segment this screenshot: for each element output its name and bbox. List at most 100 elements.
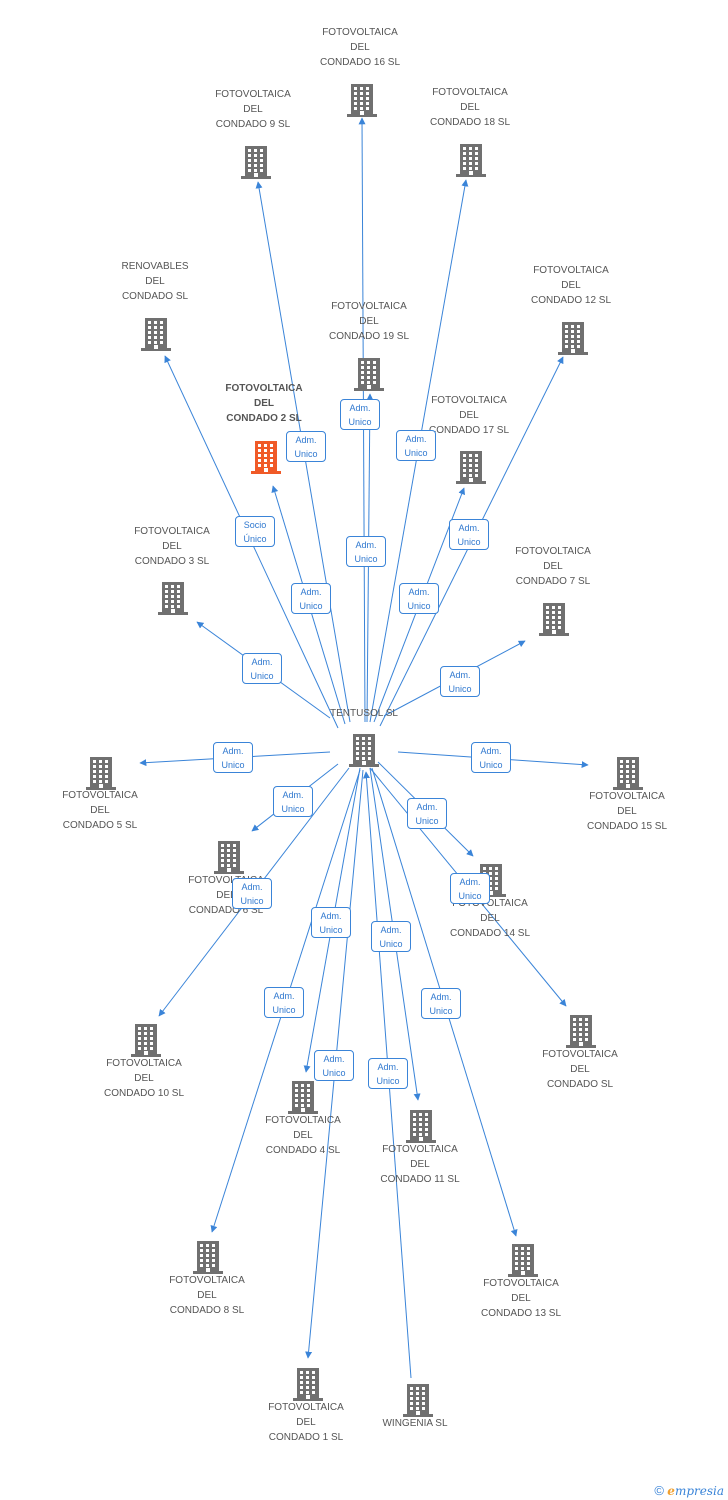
- role-badge[interactable]: Adm. Unico: [232, 878, 272, 909]
- role-badge[interactable]: Adm. Unico: [273, 786, 313, 817]
- role-badge[interactable]: Adm. Unico: [291, 583, 331, 614]
- company-node-tentusol-icon-wrap[interactable]: [304, 733, 424, 767]
- building-icon: [288, 1081, 318, 1114]
- company-name: FOTOVOLTAICA DEL CONDADO 3 SL: [134, 526, 210, 567]
- company-node-n8-icon-wrap[interactable]: [148, 1240, 268, 1274]
- company-node-n11-label[interactable]: FOTOVOLTAICA DEL CONDADO 11 SL: [360, 1142, 480, 1187]
- company-node-n16-icon-wrap[interactable]: [302, 83, 422, 117]
- building-icon: [214, 841, 244, 874]
- role-badge[interactable]: Adm. Unico: [311, 907, 351, 938]
- company-node-nwin-icon-wrap[interactable]: [358, 1383, 478, 1417]
- company-node-n19-label[interactable]: FOTOVOLTAICA DEL CONDADO 19 SL: [309, 299, 429, 344]
- role-badge[interactable]: Adm. Unico: [346, 536, 386, 567]
- brand-logo[interactable]: empresia: [667, 1484, 724, 1498]
- company-name: FOTOVOLTAICA DEL CONDADO 6 SL: [188, 875, 264, 916]
- company-node-n16-label[interactable]: FOTOVOLTAICA DEL CONDADO 16 SL: [300, 25, 420, 70]
- building-icon: [566, 1015, 596, 1048]
- company-node-n5-label[interactable]: FOTOVOLTAICA DEL CONDADO 5 SL: [40, 788, 160, 833]
- company-node-nfc-icon-wrap[interactable]: [521, 1014, 641, 1048]
- role-badge[interactable]: Adm. Unico: [421, 988, 461, 1019]
- role-badge[interactable]: Adm. Unico: [314, 1050, 354, 1081]
- company-name: TENTUSOL SL: [330, 708, 398, 719]
- company-name: FOTOVOLTAICA DEL CONDADO 8 SL: [169, 1275, 245, 1316]
- company-node-n15-label[interactable]: FOTOVOLTAICA DEL CONDADO 15 SL: [567, 789, 687, 834]
- building-icon: [349, 734, 379, 767]
- company-node-n18-label[interactable]: FOTOVOLTAICA DEL CONDADO 18 SL: [410, 85, 530, 130]
- role-badge[interactable]: Adm. Unico: [471, 742, 511, 773]
- role-badge[interactable]: Adm. Unico: [264, 987, 304, 1018]
- company-name: FOTOVOLTAICA DEL CONDADO 4 SL: [265, 1115, 341, 1156]
- company-node-n17-label[interactable]: FOTOVOLTAICA DEL CONDADO 17 SL: [409, 393, 529, 438]
- building-icon: [86, 757, 116, 790]
- company-node-n15-icon-wrap[interactable]: [568, 756, 688, 790]
- company-name: WINGENIA SL: [382, 1418, 448, 1429]
- role-badge[interactable]: Socio Único: [235, 516, 275, 547]
- company-node-n14-icon-wrap[interactable]: [431, 863, 551, 897]
- company-node-n2-icon-wrap[interactable]: [206, 440, 326, 474]
- role-badge[interactable]: Adm. Unico: [213, 742, 253, 773]
- company-node-n1-label[interactable]: FOTOVOLTAICA DEL CONDADO 1 SL: [246, 1400, 366, 1445]
- building-icon: [158, 582, 188, 615]
- company-node-n5-icon-wrap[interactable]: [41, 756, 161, 790]
- building-icon: [456, 144, 486, 177]
- company-name: FOTOVOLTAICA DEL CONDADO 13 SL: [480, 1278, 562, 1319]
- building-icon: [347, 84, 377, 117]
- building-icon: [141, 318, 171, 351]
- role-badge[interactable]: Adm. Unico: [340, 399, 380, 430]
- company-name: FOTOVOLTAICA DEL CONDADO 11 SL: [380, 1144, 460, 1185]
- company-node-n13-icon-wrap[interactable]: [463, 1243, 583, 1277]
- company-node-n8-label[interactable]: FOTOVOLTAICA DEL CONDADO 8 SL: [147, 1273, 267, 1318]
- brand-name: mpresia: [674, 1484, 724, 1498]
- company-node-n12-icon-wrap[interactable]: [513, 321, 633, 355]
- company-node-n9-label[interactable]: FOTOVOLTAICA DEL CONDADO 9 SL: [193, 87, 313, 132]
- company-node-nfc-label[interactable]: FOTOVOLTAICA DEL CONDADO SL: [520, 1047, 640, 1092]
- role-badge[interactable]: Adm. Unico: [286, 431, 326, 462]
- building-icon: [539, 603, 569, 636]
- role-badge[interactable]: Adm. Unico: [368, 1058, 408, 1089]
- company-node-n6-label[interactable]: FOTOVOLTAICA DEL CONDADO 6 SL: [166, 873, 286, 918]
- role-badge[interactable]: Adm. Unico: [449, 519, 489, 550]
- company-node-n17-icon-wrap[interactable]: [411, 450, 531, 484]
- role-badge[interactable]: Adm. Unico: [396, 430, 436, 461]
- building-icon: [354, 358, 384, 391]
- company-node-n6-icon-wrap[interactable]: [169, 840, 289, 874]
- company-name: FOTOVOLTAICA DEL CONDADO 16 SL: [319, 27, 401, 68]
- company-node-n1-icon-wrap[interactable]: [248, 1367, 368, 1401]
- role-badge[interactable]: Adm. Unico: [407, 798, 447, 829]
- company-node-n2-label[interactable]: FOTOVOLTAICA DEL CONDADO 2 SL: [204, 381, 324, 426]
- company-node-n4-icon-wrap[interactable]: [243, 1080, 363, 1114]
- company-node-n11-icon-wrap[interactable]: [361, 1109, 481, 1143]
- company-node-n7-label[interactable]: FOTOVOLTAICA DEL CONDADO 7 SL: [493, 544, 613, 589]
- role-badge[interactable]: Adm. Unico: [450, 873, 490, 904]
- company-node-nren-icon-wrap[interactable]: [96, 317, 216, 351]
- company-node-tentusol-label[interactable]: TENTUSOL SL: [304, 706, 424, 721]
- role-badge[interactable]: Adm. Unico: [242, 653, 282, 684]
- role-badge[interactable]: Adm. Unico: [399, 583, 439, 614]
- company-node-n9-icon-wrap[interactable]: [196, 145, 316, 179]
- building-icon: [193, 1241, 223, 1274]
- company-node-nren-label[interactable]: RENOVABLES DEL CONDADO SL: [95, 259, 215, 304]
- company-node-n13-label[interactable]: FOTOVOLTAICA DEL CONDADO 13 SL: [461, 1276, 581, 1321]
- company-node-n19-icon-wrap[interactable]: [309, 357, 429, 391]
- company-name: FOTOVOLTAICA DEL CONDADO 2 SL: [225, 383, 303, 424]
- role-badge[interactable]: Adm. Unico: [440, 666, 480, 697]
- brand-initial: e: [667, 1484, 675, 1498]
- building-icon: [241, 146, 271, 179]
- company-node-n18-icon-wrap[interactable]: [411, 143, 531, 177]
- company-node-n3-icon-wrap[interactable]: [113, 581, 233, 615]
- company-node-n7-icon-wrap[interactable]: [494, 602, 614, 636]
- company-node-n12-label[interactable]: FOTOVOLTAICA DEL CONDADO 12 SL: [511, 263, 631, 308]
- company-node-n3-label[interactable]: FOTOVOLTAICA DEL CONDADO 3 SL: [112, 524, 232, 569]
- company-node-n4-label[interactable]: FOTOVOLTAICA DEL CONDADO 4 SL: [243, 1113, 363, 1158]
- company-node-n10-label[interactable]: FOTOVOLTAICA DEL CONDADO 10 SL: [84, 1056, 204, 1101]
- copyright-symbol: ©: [654, 1483, 664, 1498]
- building-icon: [613, 757, 643, 790]
- building-icon: [406, 1110, 436, 1143]
- company-node-nwin-label[interactable]: WINGENIA SL: [355, 1416, 475, 1431]
- company-name: FOTOVOLTAICA DEL CONDADO 10 SL: [103, 1058, 185, 1099]
- company-name: FOTOVOLTAICA DEL CONDADO 17 SL: [428, 395, 510, 436]
- role-badge[interactable]: Adm. Unico: [371, 921, 411, 952]
- company-node-n10-icon-wrap[interactable]: [86, 1023, 206, 1057]
- company-node-n14-label[interactable]: FOTOVOLTAICA DEL CONDADO 14 SL: [430, 896, 550, 941]
